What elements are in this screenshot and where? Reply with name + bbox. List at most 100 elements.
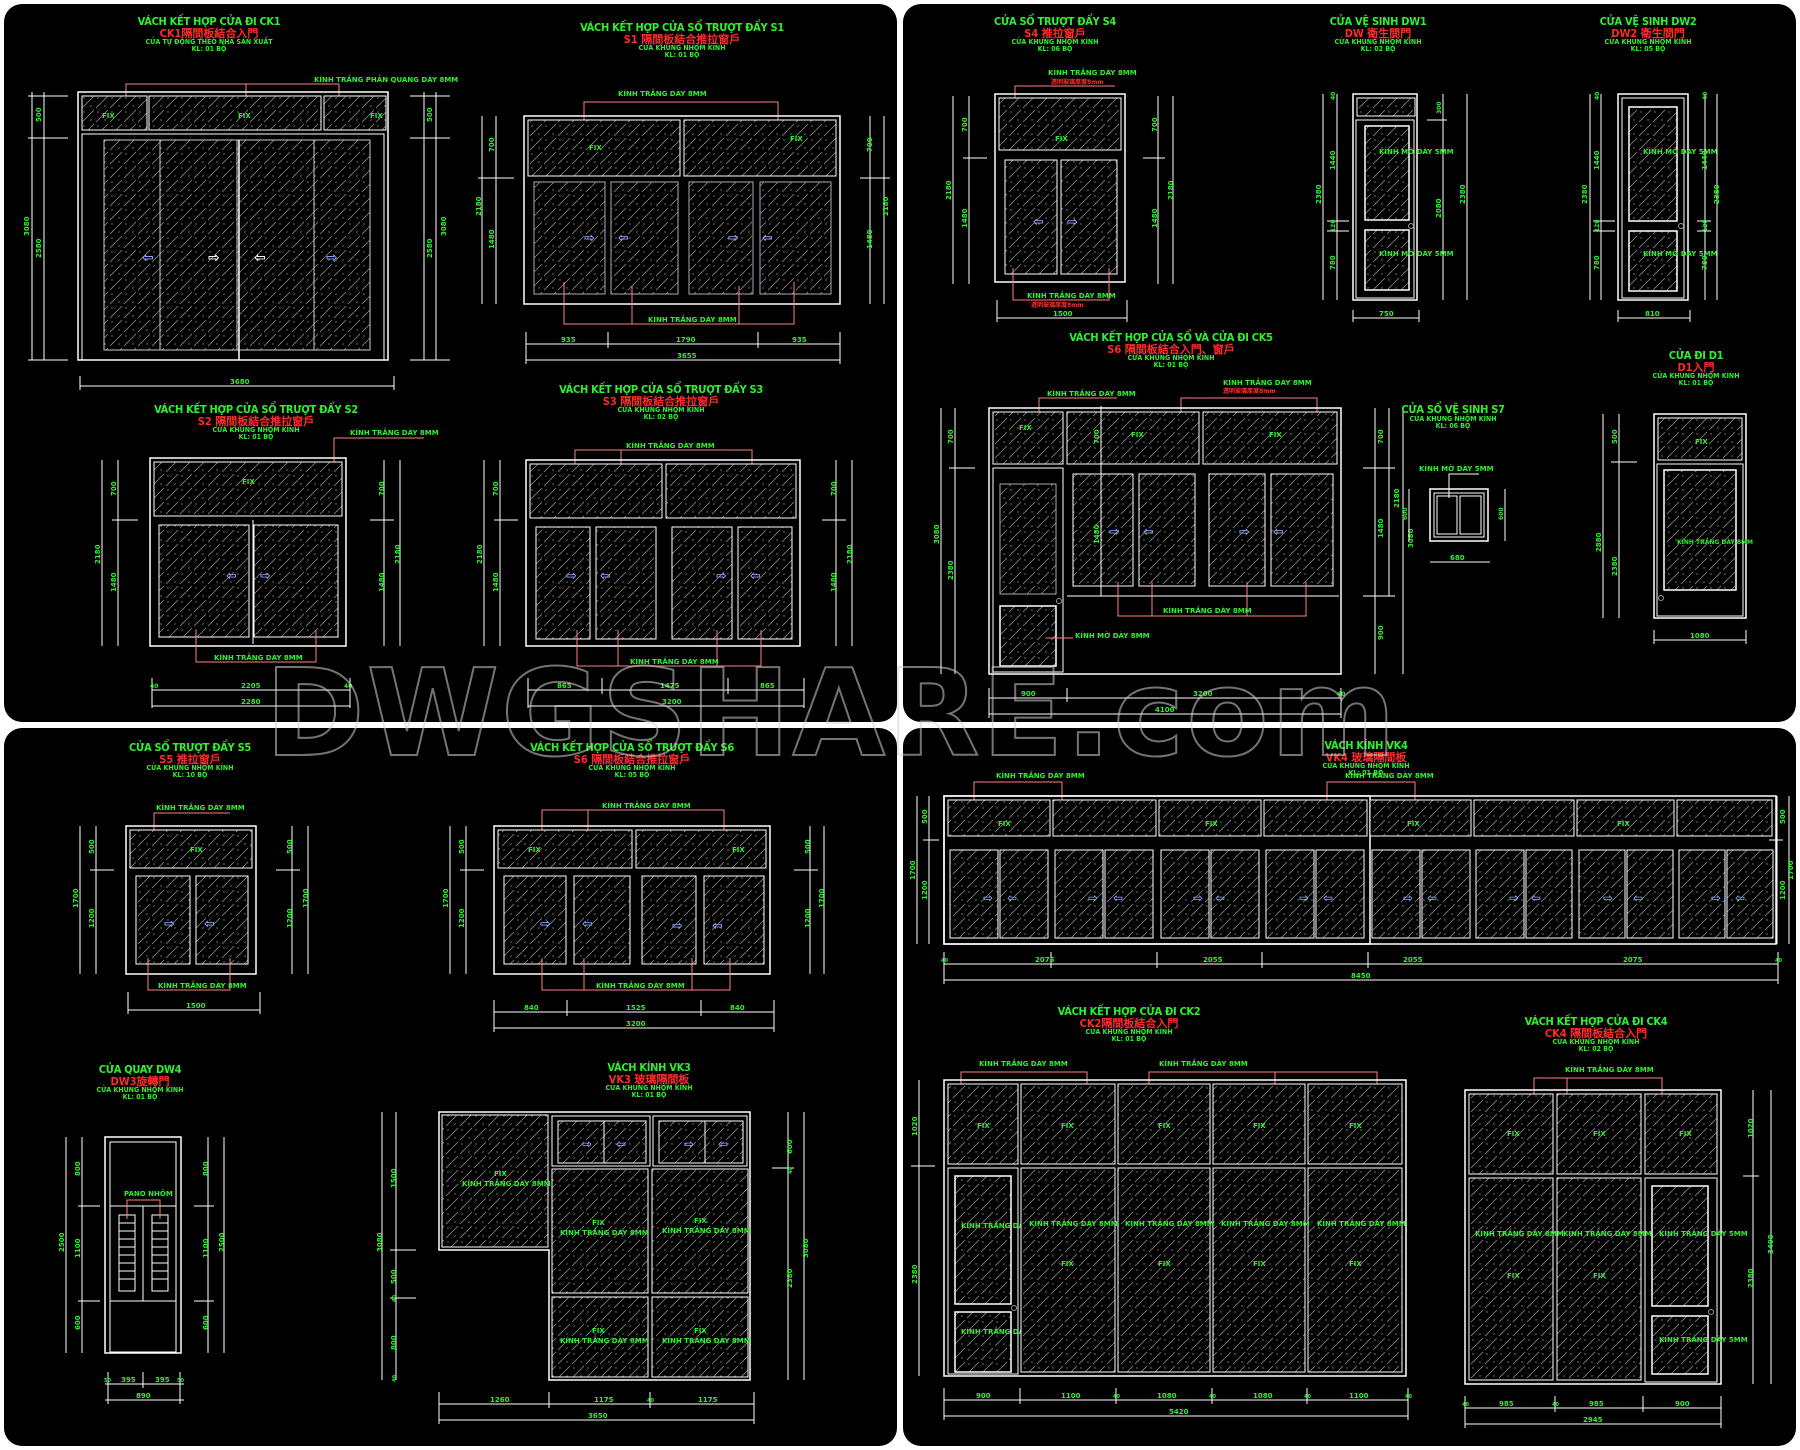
svg-text:810: 810: [1645, 310, 1660, 318]
svg-text:⇨: ⇨: [1509, 891, 1519, 905]
svg-text:3200: 3200: [1193, 690, 1213, 698]
svg-text:FIX: FIX: [1593, 1272, 1606, 1280]
svg-text:1475: 1475: [660, 682, 680, 690]
svg-text:⇨: ⇨: [684, 1137, 694, 1151]
svg-text:2180: 2180: [1393, 488, 1401, 508]
vk3-drawing: FIX KÍNH TRẮNG DÀY 8MM ⇨⇦ ⇨⇦ FIX KÍNH TR…: [376, 1111, 810, 1424]
dw1-drawing: KÍNH MỜ DÀY 5MM KÍNH MỜ DÀY 5MM 40 1440 …: [1315, 92, 1468, 322]
svg-text:1700: 1700: [1787, 860, 1795, 880]
svg-text:⇨: ⇨: [1067, 215, 1078, 230]
svg-text:FIX: FIX: [592, 1219, 605, 1227]
svg-text:2380: 2380: [1747, 1268, 1755, 1288]
svg-text:KÍNH TRẮNG DÀY 8MM: KÍNH TRẮNG DÀY 8MM: [1345, 770, 1434, 780]
svg-text:780: 780: [1593, 255, 1601, 270]
svg-text:KÍNH TRẮNG DÀY 8MM: KÍNH TRẮNG DÀY 8MM: [1048, 67, 1137, 77]
s5-title-block: CỬA SỔ TRƯỢT ĐẨY S5 S5 推拉窗戶 CỬA KHUNG NH…: [129, 741, 251, 780]
svg-text:40: 40: [647, 1398, 654, 1404]
svg-text:FIX: FIX: [998, 820, 1011, 828]
svg-text:1480: 1480: [488, 229, 496, 249]
arrow-right-icon: ⇨: [326, 250, 338, 266]
svg-text:FIX: FIX: [1679, 1130, 1692, 1138]
svg-text:1700: 1700: [909, 860, 917, 880]
svg-text:FIX: FIX: [1349, 1260, 1362, 1268]
svg-text:3655: 3655: [677, 352, 697, 360]
svg-text:FIX: FIX: [1253, 1260, 1266, 1268]
svg-text:3080: 3080: [23, 216, 31, 236]
svg-text:⇦: ⇦: [1531, 891, 1541, 905]
svg-text:⇨: ⇨: [716, 569, 727, 584]
s1-drawing: KÍNH TRẮNG DÀY 8MM FIX FIX ⇨⇦ ⇨⇦ KÍNH TR…: [475, 88, 890, 364]
svg-text:50: 50: [104, 1378, 111, 1384]
svg-text:FIX: FIX: [1061, 1122, 1074, 1130]
svg-text:2380: 2380: [911, 1264, 919, 1284]
svg-text:KÍNH TRẮNG DÀY 8MM: KÍNH TRẮNG DÀY 8MM: [1125, 1218, 1214, 1228]
svg-text:1440: 1440: [1701, 150, 1709, 170]
dw4-title-block: CỬA QUAY DW4 DW3旋轉門 CỬA KHUNG NHÔM KÍNH …: [96, 1063, 184, 1102]
arrow-left-icon: ⇦: [254, 250, 266, 266]
svg-text:1480: 1480: [866, 229, 874, 249]
svg-text:FIX: FIX: [694, 1217, 707, 1225]
svg-text:3400: 3400: [1767, 1234, 1775, 1254]
svg-text:FIX: FIX: [494, 1170, 507, 1178]
svg-text:1175: 1175: [594, 1396, 614, 1404]
svg-text:FIX: FIX: [1253, 1122, 1266, 1130]
svg-text:50: 50: [177, 1378, 184, 1384]
svg-text:935: 935: [792, 336, 807, 344]
svg-text:FIX: FIX: [1695, 438, 1708, 446]
svg-text:40: 40: [1209, 1394, 1216, 1400]
svg-text:⇦: ⇦: [750, 569, 761, 584]
svg-text:KÍNH MỜ DÀY 5MM: KÍNH MỜ DÀY 5MM: [1643, 147, 1718, 156]
svg-text:1175: 1175: [698, 1396, 718, 1404]
svg-text:KÍNH TRẮNG DÀY 8MM: KÍNH TRẮNG DÀY 8MM: [1029, 1218, 1118, 1228]
svg-text:KÍNH TRẮNG DÀY 8MM: KÍNH TRẮNG DÀY 8MM: [1047, 388, 1136, 398]
s5-drawing: KÍNH TRẮNG DÀY 8MM FIX ⇨⇦ KÍNH TRẮNG DÀY…: [72, 802, 310, 1014]
svg-text:KÍNH TRẮNG DÀY 8MM: KÍNH TRẮNG DÀY 8MM: [996, 770, 1085, 780]
svg-text:4100: 4100: [1155, 706, 1175, 714]
svg-text:40: 40: [392, 1295, 398, 1302]
svg-text:1020: 1020: [1747, 1118, 1755, 1138]
svg-text:395: 395: [155, 1376, 170, 1384]
svg-text:FIX: FIX: [1269, 431, 1282, 439]
svg-text:40: 40: [1113, 1394, 1120, 1400]
svg-text:3680: 3680: [230, 378, 250, 386]
svg-text:2580: 2580: [426, 238, 434, 258]
svg-text:KÍNH TRẮNG DÀY 8MM: KÍNH TRẮNG DÀY 8MM: [1565, 1064, 1654, 1074]
svg-text:⇨: ⇨: [164, 917, 175, 932]
svg-text:⇦: ⇦: [1033, 215, 1044, 230]
pano-left: [118, 1214, 136, 1292]
svg-text:700: 700: [866, 137, 874, 152]
svg-text:⇦: ⇦: [600, 569, 611, 584]
ck1-title: VÁCH KẾT HỢP CỬA ĐI CK1: [137, 15, 281, 28]
svg-text:300: 300: [1436, 101, 1443, 114]
svg-text:KÍNH TRẮNG DÀY 8MM: KÍNH TRẮNG DÀY 8MM: [626, 440, 715, 450]
svg-text:3200: 3200: [626, 1020, 646, 1028]
svg-text:KÍNH TRẮNG DÀY 8MM: KÍNH TRẮNG DÀY 8MM: [1223, 377, 1312, 387]
svg-text:KÍNH TRẮNG DÀY 5MM: KÍNH TRẮNG DÀY 5MM: [1659, 1334, 1748, 1344]
svg-text:500: 500: [286, 839, 294, 854]
svg-text:透明玻璃厚度8mm: 透明玻璃厚度8mm: [1051, 78, 1104, 86]
svg-text:2180: 2180: [94, 544, 102, 564]
svg-text:透明玻璃厚度8mm: 透明玻璃厚度8mm: [1031, 301, 1084, 309]
svg-text:2180: 2180: [1167, 180, 1175, 200]
svg-text:⇨: ⇨: [728, 231, 739, 246]
svg-text:500: 500: [390, 1269, 398, 1284]
svg-text:40: 40: [941, 958, 948, 964]
svg-text:500: 500: [1611, 429, 1619, 444]
ck1-title-block: VÁCH KẾT HỢP CỬA ĐI CK1 CK1隔間板結合入門 CỬA T…: [138, 16, 281, 54]
svg-text:865: 865: [760, 682, 775, 690]
svg-text:120: 120: [1330, 219, 1337, 232]
svg-text:1080: 1080: [1157, 1392, 1177, 1400]
svg-text:⇦: ⇦: [718, 1137, 728, 1151]
svg-text:KÍNH MỜ DÀY 8MM: KÍNH MỜ DÀY 8MM: [1075, 631, 1150, 640]
svg-text:2500: 2500: [58, 1232, 66, 1252]
svg-text:3080: 3080: [440, 216, 448, 236]
svg-text:FIX: FIX: [1407, 820, 1420, 828]
svg-text:1700: 1700: [72, 888, 80, 908]
svg-text:2380: 2380: [1611, 556, 1619, 576]
s4-title-block: CỬA SỔ TRƯỢT ĐẨY S4 S4 推拉窗戶 CỬA KHUNG NH…: [994, 15, 1116, 54]
d1-title-block: CỬA ĐI D1 D1入門 CỬA KHUNG NHÔM KÍNH KL: 0…: [1652, 349, 1740, 388]
svg-text:500: 500: [921, 809, 929, 824]
svg-text:900: 900: [1021, 690, 1036, 698]
svg-text:3080: 3080: [1407, 528, 1415, 548]
svg-text:FIX: FIX: [1019, 424, 1032, 432]
